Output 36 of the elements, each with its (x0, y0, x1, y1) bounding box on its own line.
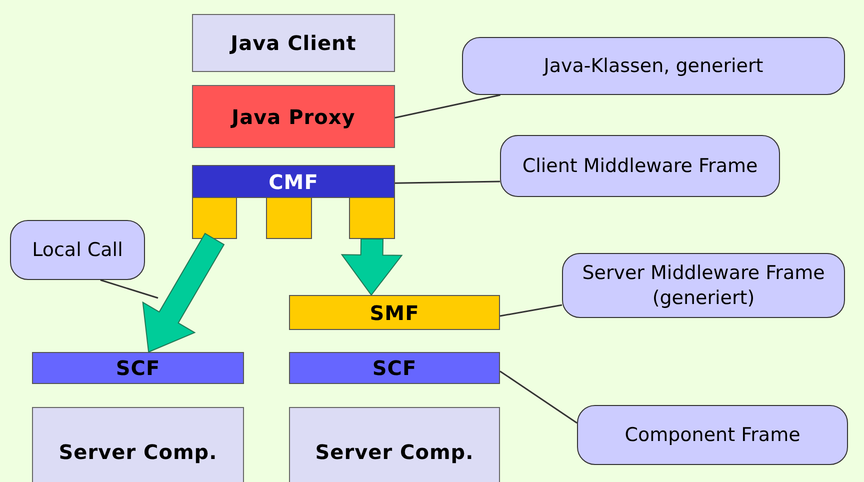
frame-bar (289, 352, 500, 384)
callout-bubble (10, 220, 145, 280)
component-box (192, 85, 395, 148)
box-label: SCF (372, 356, 417, 380)
component-box (349, 197, 395, 239)
component-box (289, 407, 500, 482)
component-box (192, 197, 237, 239)
callout-bubble (562, 253, 845, 318)
box-label: CMF (268, 170, 318, 194)
callout-text: Java-Klassen, generiert (544, 54, 764, 78)
callout-text: Local Call (32, 238, 123, 262)
box-label: Server Comp. (58, 440, 218, 464)
callout-bubble (500, 135, 780, 197)
frame-bar (32, 352, 244, 384)
leader-line (394, 180, 500, 184)
frame-bar (289, 295, 500, 330)
leader-line (500, 370, 578, 424)
arrow (340, 238, 403, 296)
callout-text: Client Middleware Frame (522, 154, 758, 178)
callout-text: Component Frame (624, 422, 800, 448)
box-label: Java Proxy (232, 104, 356, 128)
component-box (32, 407, 244, 482)
box-label: Java Client (230, 31, 356, 55)
box-label: SCF (116, 356, 160, 380)
frame-bar (192, 165, 395, 198)
callout-bubble (462, 37, 845, 95)
component-box (266, 197, 312, 239)
leader-line (100, 279, 158, 299)
arrow (142, 232, 225, 353)
box-label: Server Comp. (315, 440, 474, 464)
component-box (192, 14, 395, 72)
leader-line (394, 94, 500, 118)
box-label: SMF (370, 300, 420, 324)
callout-bubble (577, 405, 848, 465)
callout-text: Server Middleware Frame (generiert) (581, 260, 826, 310)
leader-line (500, 304, 562, 317)
